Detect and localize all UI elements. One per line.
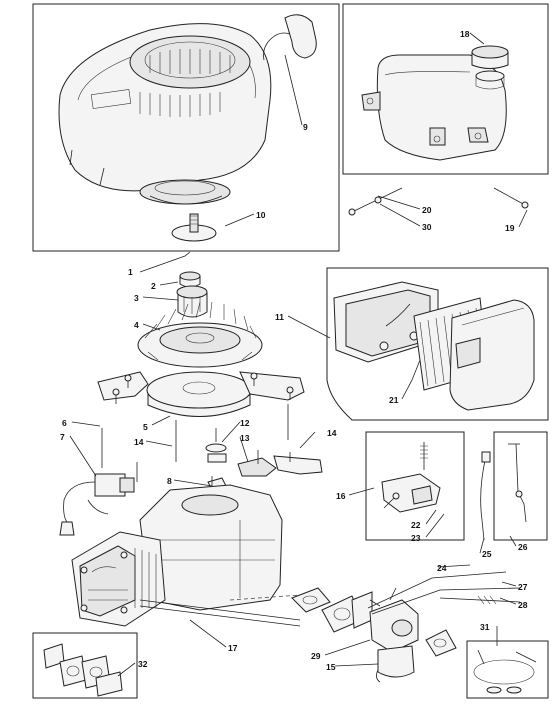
choke-cable [480, 451, 491, 541]
air-filter-base [333, 281, 439, 363]
gasket-kit-right-frame [466, 640, 549, 699]
governor-detail [381, 442, 441, 513]
callout-5: 5 [143, 422, 148, 432]
callout-10: 10 [256, 210, 266, 220]
control-rods [367, 571, 521, 615]
throttle-rod [508, 443, 527, 523]
callout-15: 15 [326, 662, 336, 672]
tank-bolt [348, 187, 403, 216]
gasket-kit-left-frame [32, 632, 138, 699]
callout-6: 6 [62, 418, 67, 428]
callout-19: 19 [505, 223, 515, 233]
callout-27: 27 [518, 582, 528, 592]
callout-3: 3 [134, 293, 139, 303]
callout-2: 2 [151, 281, 156, 291]
callout-28: 28 [518, 600, 528, 610]
baffle-right [239, 371, 305, 401]
engine-block [139, 484, 283, 611]
governor-bracket [273, 452, 323, 475]
callout-29: 29 [311, 651, 321, 661]
starter-pawl [171, 213, 217, 242]
callout-26: 26 [518, 542, 528, 552]
intake-pipe [139, 594, 301, 627]
callout-25: 25 [482, 549, 492, 559]
starter-pulley [139, 179, 231, 205]
callout-9: 9 [303, 122, 308, 132]
callout-8: 8 [167, 476, 172, 486]
callout-23: 23 [411, 533, 421, 543]
callout-16: 16 [336, 491, 346, 501]
callout-30: 30 [422, 222, 432, 232]
callout-11: 11 [275, 312, 284, 322]
governor-frame [365, 431, 465, 541]
recoil-starter-frame [32, 3, 340, 252]
baffle-left [97, 371, 149, 404]
flywheel-fan [137, 301, 263, 368]
callout-13: 13 [240, 433, 250, 443]
callout-14a: 14 [134, 437, 144, 447]
intake-gaskets [291, 587, 457, 657]
flywheel [146, 371, 252, 417]
starter-cup [176, 285, 208, 318]
gasket-kit-left [43, 643, 123, 697]
callout-1: 1 [128, 267, 133, 277]
carburetor [369, 587, 419, 683]
callout-24: 24 [437, 563, 447, 573]
callout-14b: 14 [327, 428, 337, 438]
air-filter-frame [326, 267, 549, 421]
callout-18: 18 [460, 29, 470, 39]
callout-22: 22 [411, 520, 421, 530]
tank-pin [493, 187, 529, 209]
callout-32: 32 [138, 659, 148, 669]
callout-31: 31 [480, 622, 490, 632]
throttle-rod-frame [493, 431, 548, 541]
ignition-coil [59, 428, 138, 536]
leader-lines [69, 32, 528, 677]
gasket-kit-right [473, 649, 537, 694]
callout-7: 7 [60, 432, 65, 442]
callout-12: 12 [240, 418, 250, 428]
callout-17: 17 [228, 643, 238, 653]
callout-4: 4 [134, 320, 139, 330]
callout-21: 21 [389, 395, 399, 405]
fuel-tank-frame [342, 3, 549, 175]
fuel-tank [361, 54, 507, 161]
cylinder-head [71, 531, 166, 627]
air-filter-cover [449, 299, 535, 411]
fuel-cap [471, 45, 509, 90]
starter-handle [263, 14, 317, 61]
recoil-starter-housing [58, 23, 272, 192]
callout-20: 20 [422, 205, 432, 215]
flywheel-nut [179, 271, 201, 288]
